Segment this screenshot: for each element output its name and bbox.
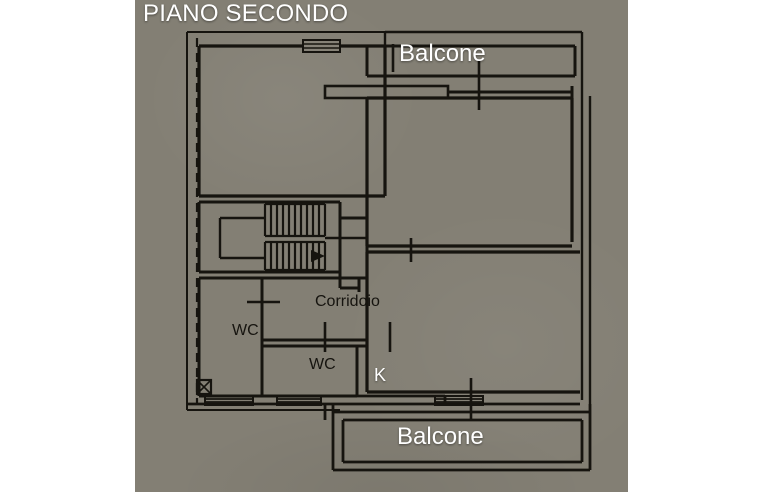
window-south-2	[276, 395, 322, 406]
hatched-marker-icon	[195, 378, 213, 396]
room-south-east-walls	[365, 250, 580, 394]
window-north-1	[302, 39, 341, 53]
window-south-3	[434, 395, 484, 406]
floor-plan-drawing	[186, 30, 592, 472]
outer-wall-outline	[186, 31, 385, 411]
floor-plan-photo: PIANO SECONDO Balcone Balcone Corridoio …	[135, 0, 628, 492]
room-label-corridoio: Corridoio	[315, 293, 380, 310]
page-title: PIANO SECONDO	[143, 0, 349, 27]
room-north-east-walls	[365, 96, 574, 248]
balcone-south-return	[323, 404, 335, 420]
stair-flight-upper	[263, 202, 327, 238]
room-label-wc-left: WC	[232, 322, 259, 339]
stair-direction-arrow	[311, 250, 325, 262]
room-label-wc-center: WC	[309, 356, 336, 373]
balcone-south-walls	[331, 404, 592, 472]
outer-wall-east	[580, 84, 592, 404]
outer-wall-north-east	[383, 30, 584, 84]
room-north-west-walls	[197, 44, 387, 198]
balcone-north-walls	[365, 44, 577, 78]
room-label-balcone-north: Balcone	[399, 40, 486, 67]
stair-landing	[218, 216, 265, 260]
corridoio-walls	[199, 276, 369, 342]
room-label-kitchen: K	[374, 365, 387, 385]
room-label-balcone-south: Balcone	[397, 423, 484, 450]
window-south-1	[204, 395, 254, 406]
stair-hall-walls	[338, 216, 369, 292]
